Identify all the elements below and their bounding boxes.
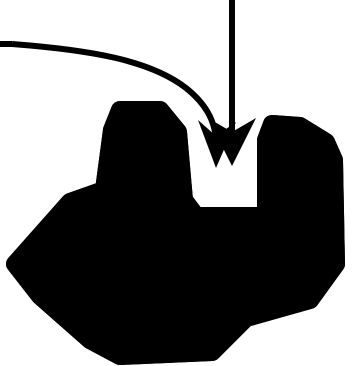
shape-border [15, 110, 336, 356]
